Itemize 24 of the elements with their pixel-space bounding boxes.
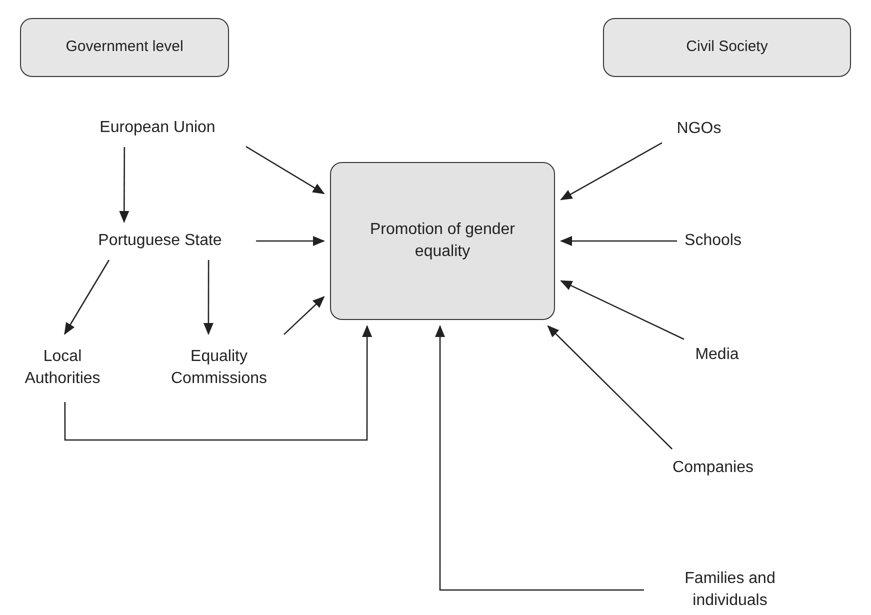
arrow xyxy=(560,142,662,200)
node-label: Portuguese State xyxy=(70,228,250,254)
node-label: Schools xyxy=(683,228,743,254)
arrow xyxy=(246,146,325,194)
node-label: Media xyxy=(690,342,744,368)
node-label: Companies xyxy=(668,455,758,481)
node-label: Equality Commissions xyxy=(160,340,278,396)
arrow xyxy=(119,147,130,223)
arrow xyxy=(435,325,644,591)
arrow xyxy=(547,325,673,450)
node-label: Local Authorities xyxy=(5,340,120,396)
arrow xyxy=(203,260,214,335)
arrow xyxy=(560,236,677,246)
rounded-box: Civil Society xyxy=(603,18,851,77)
rounded-box: Promotion of gender equality xyxy=(330,162,555,320)
node-label: European Union xyxy=(75,115,240,141)
arrow xyxy=(560,280,684,340)
node-label: Families and individuals xyxy=(650,566,810,614)
node-label: NGOs xyxy=(668,116,730,142)
arrow xyxy=(64,325,372,441)
arrow xyxy=(64,260,110,335)
arrow xyxy=(256,236,325,246)
rounded-box: Government level xyxy=(20,18,229,77)
arrow xyxy=(284,296,325,335)
